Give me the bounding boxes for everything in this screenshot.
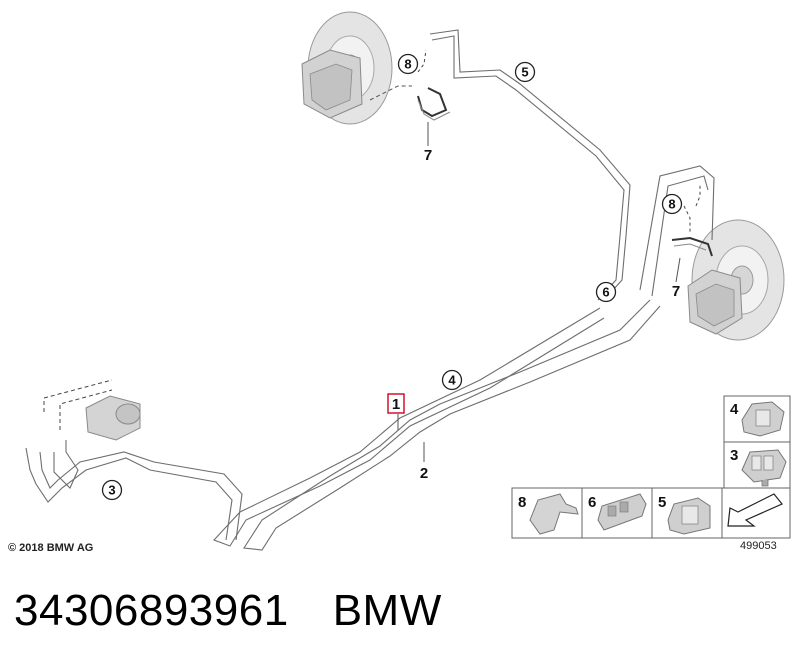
callout-8-top: 8 [397,53,419,75]
callout-6-label: 6 [602,285,609,300]
callout-5: 5 [514,61,536,83]
callout-4: 4 [441,369,463,391]
abs-unit [43,379,141,441]
label-2: 2 [420,465,428,482]
brand-name: BMW [332,586,442,635]
legend-item-6-label: 6 [588,494,596,511]
direction-arrow-icon [727,493,783,527]
brake-lines-diagram: 8 5 8 6 4 3 7 7 2 1 4 3 8 [25,11,791,551]
callout-3: 3 [101,479,123,501]
callout-6: 6 [595,281,617,303]
clip-6-icon [597,493,647,531]
clip-5-icon [667,497,711,535]
label-1: 1 [392,396,400,413]
right-brake-disc-assembly [687,219,785,341]
clip-4-icon [741,401,785,437]
top-brake-disc-assembly [301,11,412,125]
clip-leader-lines [417,49,701,232]
callout-3-label: 3 [108,483,115,498]
clip-8-icon [529,493,579,535]
callout-8-right-label: 8 [668,197,675,212]
part-caption: 34306893961 BMW [14,586,442,636]
drawing-id: 499053 [740,540,777,552]
callout-8-top-label: 8 [404,57,411,72]
legend-item-4-label: 4 [730,401,739,418]
legend-item-8-label: 8 [518,494,526,511]
callout-8-right: 8 [661,193,683,215]
label-7-right: 7 [672,283,680,300]
highlight-part-1[interactable]: 1 [387,393,405,414]
brake-hoses [417,87,713,257]
parts-legend: 4 3 8 6 5 [511,395,791,539]
clip-3-icon [741,449,787,487]
label-7-top: 7 [424,147,432,164]
callout-5-label: 5 [521,65,528,80]
brake-line-paths [25,29,715,551]
copyright-notice: © 2018 BMW AG [8,542,94,554]
callout-4-label: 4 [448,373,456,388]
part-number: 34306893961 [14,586,289,635]
legend-item-5-label: 5 [658,494,666,511]
label-leaders [397,122,681,462]
legend-item-3-label: 3 [730,447,738,464]
